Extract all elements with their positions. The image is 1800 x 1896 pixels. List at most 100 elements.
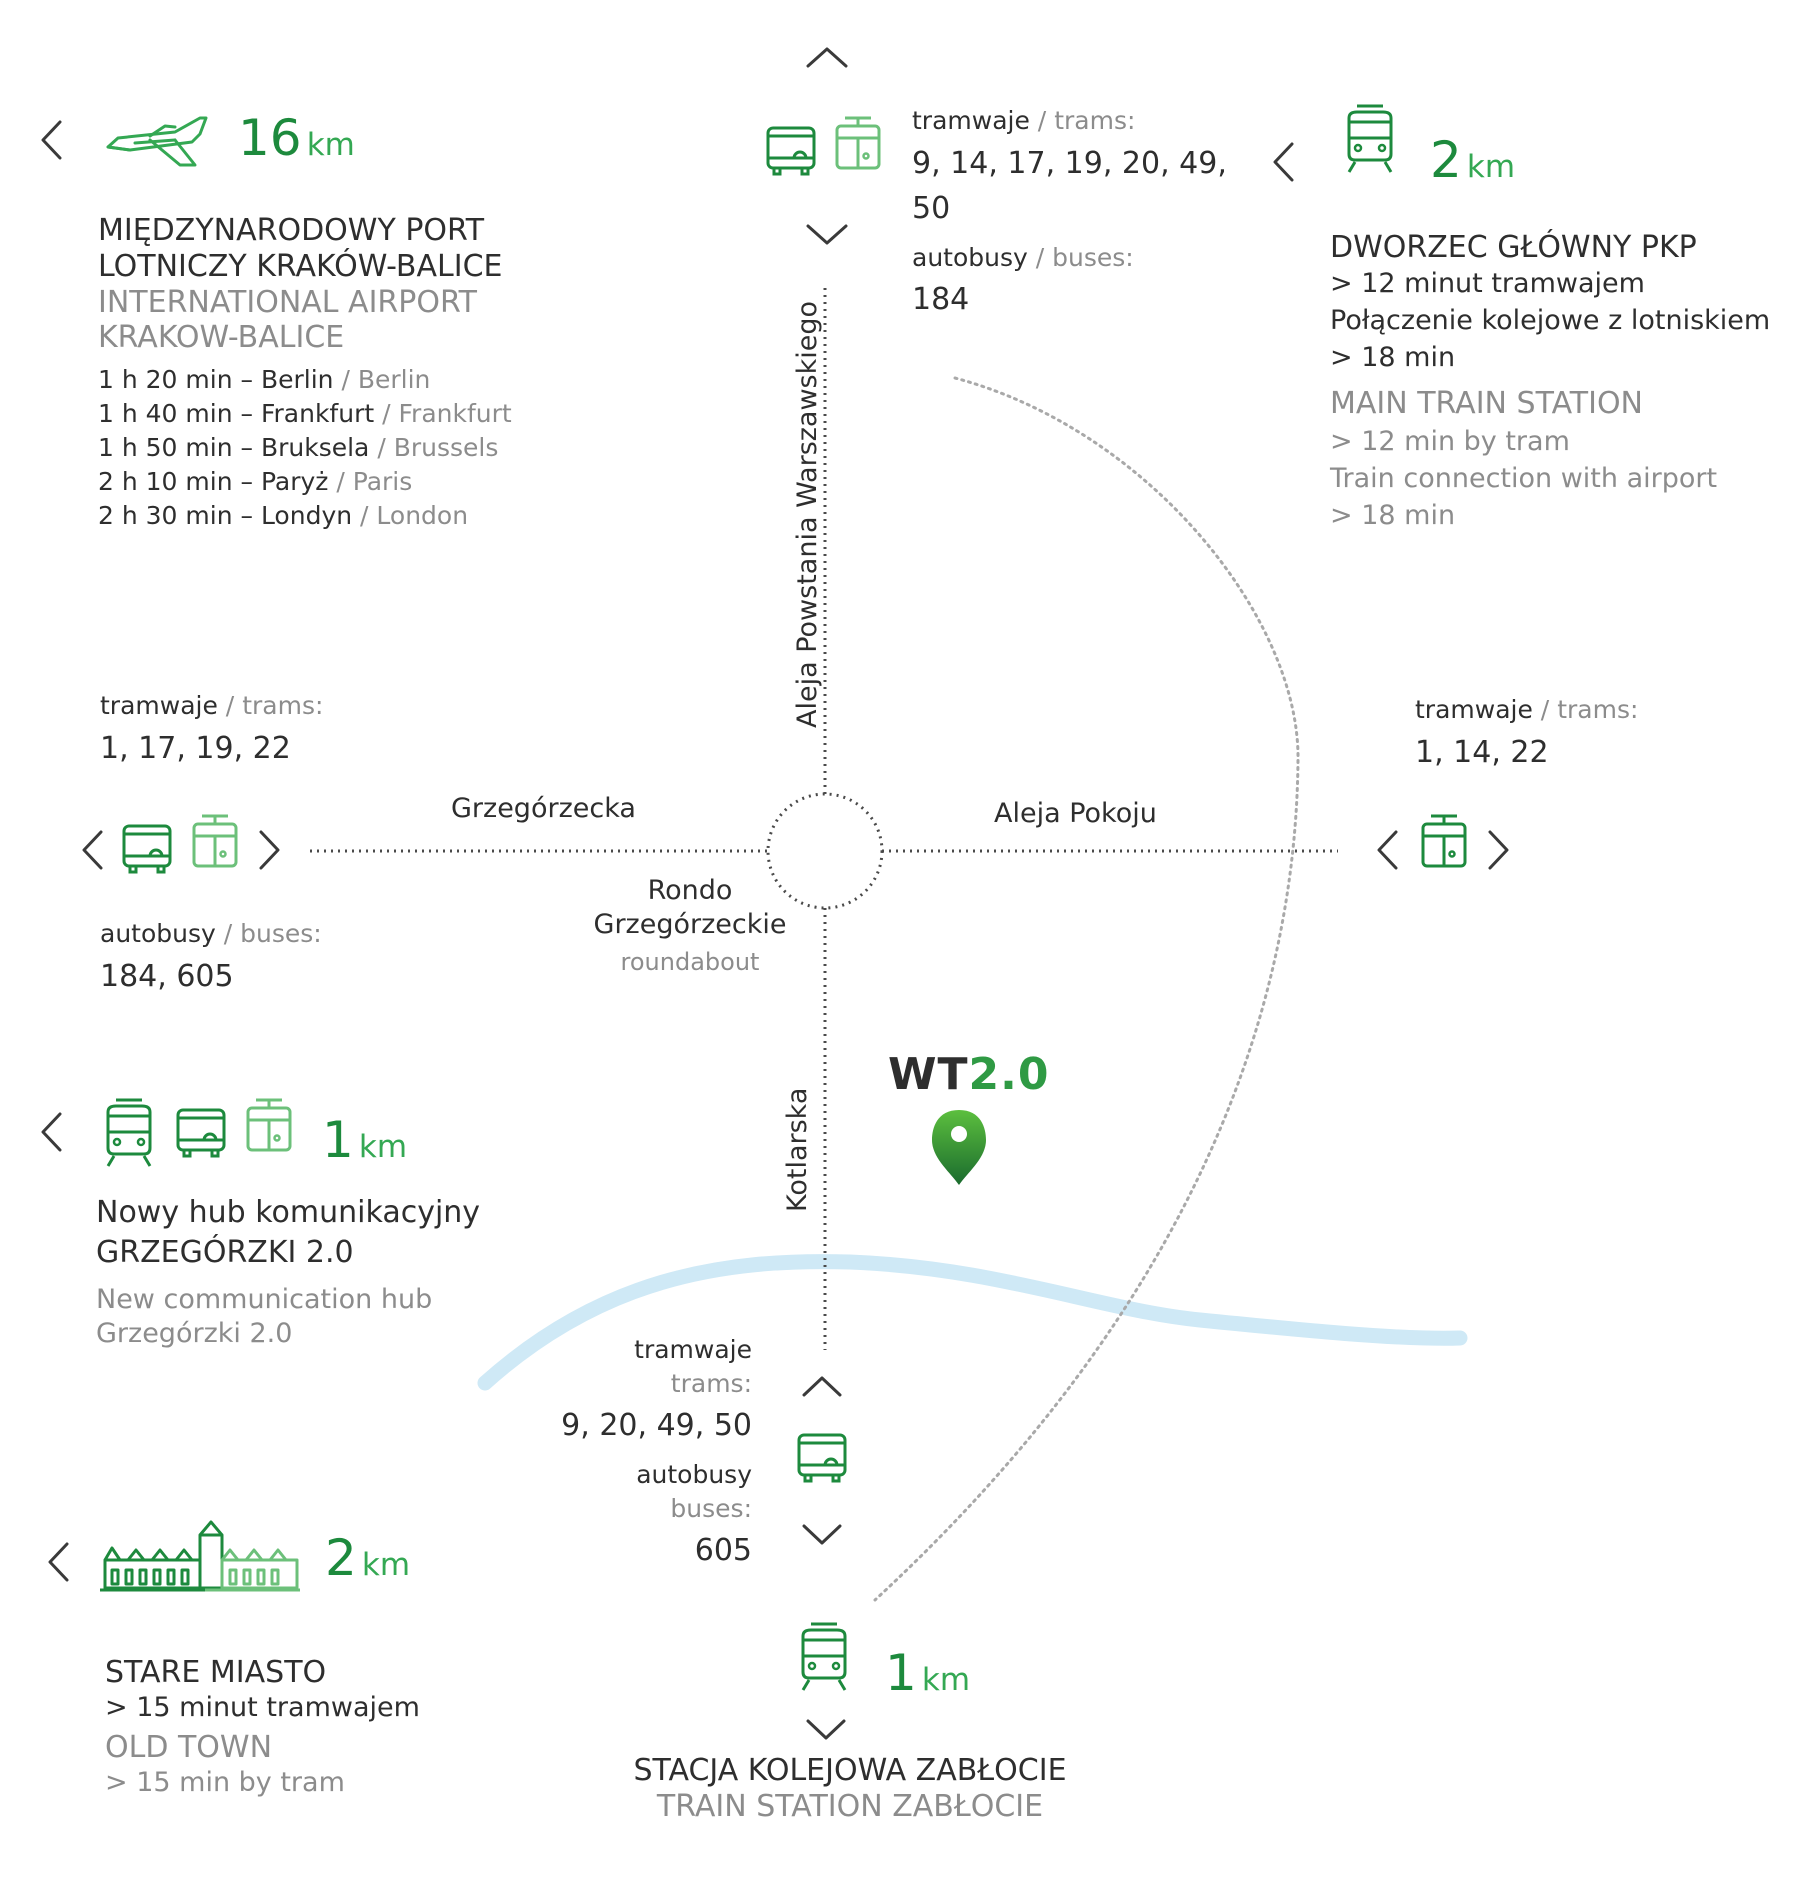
train-icon: [106, 1098, 152, 1168]
flight-row: 1 h 20 min – Berlin / Berlin: [98, 365, 431, 394]
main-station-name-pl: DWORZEC GŁÓWNY PKP: [1330, 230, 1697, 265]
hub-name-en: Grzegórzki 2.0: [96, 1318, 293, 1349]
east-tram-lines: 1, 14, 22: [1415, 735, 1549, 770]
chevron-down-icon[interactable]: [806, 1719, 846, 1740]
airport-name-en: KRAKOW-BALICE: [98, 320, 345, 355]
flight-city-en: London: [376, 501, 469, 530]
main-station-pl-line: > 12 minut tramwajem: [1330, 268, 1645, 299]
south-trams-label-en: trams:: [670, 1369, 752, 1398]
distance-value: 2: [1430, 131, 1462, 189]
bus-icon: [797, 1433, 847, 1483]
train-icon: [801, 1622, 847, 1692]
airport-distance: 16 km: [238, 108, 355, 169]
west-tram-lines: 1, 17, 19, 22: [100, 731, 291, 766]
bus-icon: [176, 1108, 226, 1158]
flight-row: 1 h 50 min – Bruksela / Brussels: [98, 433, 499, 462]
chevron-up-icon[interactable]: [806, 47, 848, 68]
south-tram-lines: 9, 20, 49, 50: [561, 1408, 752, 1443]
chevron-up-icon[interactable]: [802, 1376, 842, 1397]
roundabout-label-en: roundabout: [620, 948, 760, 976]
south-trams-label: tramwaje: [634, 1335, 752, 1364]
airport-name-pl: LOTNICZY KRAKÓW-BALICE: [98, 249, 503, 284]
airport-name-pl: MIĘDZYNARODOWY PORT: [98, 213, 485, 248]
north-bus-lines: 184: [912, 282, 970, 317]
chevron-left-icon[interactable]: [1273, 142, 1294, 182]
flight-city-en: Paris: [352, 467, 413, 496]
chevron-left-icon[interactable]: [41, 1112, 62, 1152]
zablocie-name-pl: STACJA KOLEJOWA ZABŁOCIE: [633, 1753, 1067, 1788]
tram-icon: [246, 1098, 292, 1152]
hub-name-pl: GRZEGÓRZKI 2.0: [96, 1235, 354, 1270]
bus-icon: [766, 126, 816, 176]
west-bus-lines: 184, 605: [100, 959, 234, 994]
main-station-pl-line: Połączenie kolejowe z lotniskiem: [1330, 305, 1771, 336]
flight-time: 1 h 50 min – Bruksela: [98, 433, 370, 462]
logo: WT2.0: [888, 1048, 1050, 1102]
zablocie-name-en: TRAIN STATION ZABŁOCIE: [656, 1789, 1044, 1824]
north-trams-label: tramwaje / trams:: [912, 106, 1136, 135]
street-label-east: Aleja Pokoju: [994, 798, 1157, 829]
street-label-south: Kotlarska: [782, 1087, 813, 1212]
old-town-distance: 2 km: [325, 1528, 410, 1589]
north-buses-label: autobusy / buses:: [912, 243, 1134, 272]
south-buses-label: autobusy: [636, 1460, 752, 1489]
chevron-left-icon[interactable]: [48, 1542, 69, 1582]
main-station-pl-line: > 18 min: [1330, 342, 1456, 373]
distance-value: 2: [325, 1529, 357, 1587]
hub-distance: 1 km: [322, 1110, 407, 1171]
bus-icon: [122, 824, 172, 874]
distance-unit: km: [921, 1662, 971, 1698]
distance-unit: km: [1466, 149, 1516, 185]
flight-time: 1 h 40 min – Frankfurt: [98, 399, 375, 428]
main-station-en-line: > 12 min by tram: [1330, 426, 1570, 457]
river: [477, 1254, 1468, 1391]
street-label-north: Aleja Powstania Warszawskiego: [792, 300, 823, 728]
distance-unit: km: [361, 1547, 411, 1583]
flight-row: 2 h 30 min – Londyn / London: [98, 501, 469, 530]
north-tram-lines: 9, 14, 17, 19, 20, 49,: [912, 146, 1227, 181]
chevron-right-icon[interactable]: [1488, 830, 1509, 870]
flight-city-en: Frankfurt: [398, 399, 512, 428]
distance-value: 16: [238, 109, 302, 167]
hub-name-en: New communication hub: [96, 1284, 433, 1315]
flight-row: 2 h 10 min – Paryż / Paris: [98, 467, 413, 496]
chevron-right-icon[interactable]: [259, 830, 280, 870]
chevron-left-icon[interactable]: [1377, 830, 1398, 870]
hub-name-pl: Nowy hub komunikacyjny: [96, 1195, 481, 1230]
north-tram-lines: 50: [912, 191, 951, 226]
flight-row: 1 h 40 min – Frankfurt / Frankfurt: [98, 399, 512, 428]
roundabout-label: Rondo: [647, 875, 733, 906]
south-buses-label-en: buses:: [670, 1494, 752, 1523]
east-trams-label: tramwaje / trams:: [1415, 695, 1639, 724]
distance-value: 1: [885, 1644, 917, 1702]
south-bus-lines: 605: [694, 1533, 752, 1568]
tram-icon: [835, 116, 881, 170]
chevron-left-icon[interactable]: [41, 120, 62, 160]
west-trams-label: tramwaje / trams:: [100, 691, 324, 720]
railway-line: [873, 376, 1300, 1602]
old-town-icon: [100, 1520, 300, 1592]
roundabout-label: Grzegórzeckie: [593, 909, 787, 940]
logo-part1: WT: [888, 1049, 969, 1100]
chevron-down-icon[interactable]: [802, 1524, 842, 1545]
flight-city-en: Brussels: [393, 433, 499, 462]
main-station-en-line: Train connection with airport: [1330, 463, 1718, 494]
airplane-icon: [106, 116, 208, 167]
chevron-left-icon[interactable]: [82, 830, 103, 870]
airport-name-en: INTERNATIONAL AIRPORT: [98, 285, 477, 320]
street-label-west: Grzegórzecka: [451, 793, 636, 824]
train-icon: [1347, 104, 1393, 174]
old-town-name-en: OLD TOWN: [105, 1730, 273, 1765]
roundabout: [766, 792, 884, 910]
old-town-name-pl: STARE MIASTO: [105, 1655, 327, 1690]
chevron-down-icon[interactable]: [806, 224, 848, 245]
zablocie-distance: 1 km: [885, 1643, 970, 1704]
distance-unit: km: [358, 1129, 408, 1165]
west-buses-label: autobusy / buses:: [100, 919, 322, 948]
distance-value: 1: [322, 1111, 354, 1169]
main-station-en-line: > 18 min: [1330, 500, 1456, 531]
flight-time: 1 h 20 min – Berlin: [98, 365, 334, 394]
flight-time: 2 h 10 min – Paryż: [98, 467, 329, 496]
main-station-distance: 2 km: [1430, 130, 1515, 191]
